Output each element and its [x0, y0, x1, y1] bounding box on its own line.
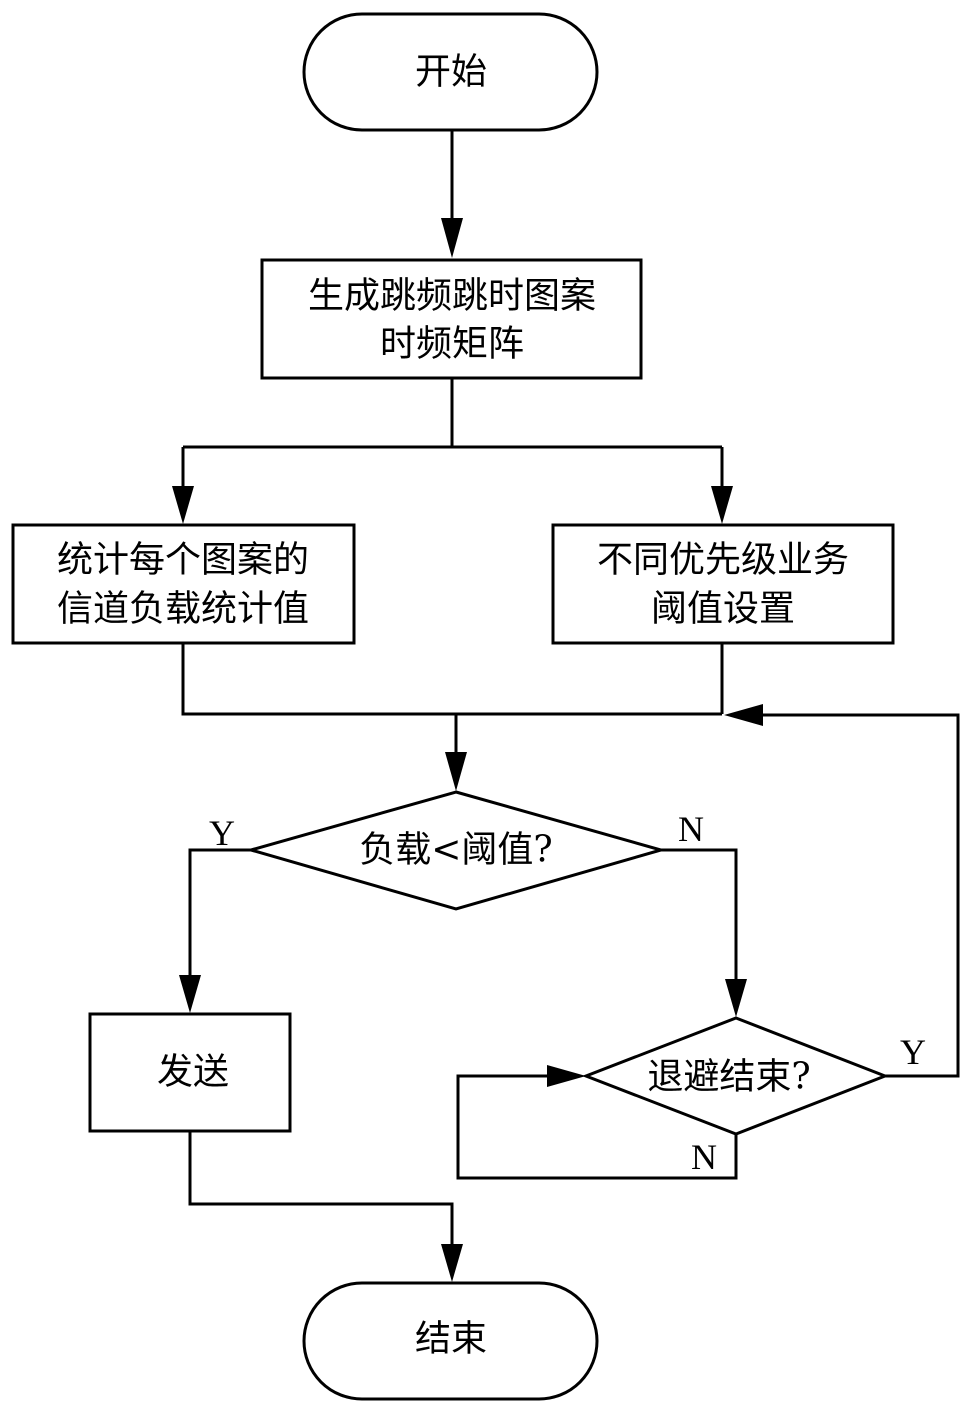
generate-matrix-label-line2: 时频矩阵: [380, 324, 524, 365]
edge-backoff-no-loop: [456, 1065, 738, 1180]
priority-threshold-label-line2: 阈值设置: [651, 589, 795, 630]
arrowhead-down: [725, 979, 747, 1017]
load-no-label: N: [678, 809, 704, 849]
arrowhead-right: [547, 1065, 586, 1087]
priority-threshold-label-line1: 不同优先级业务: [597, 540, 849, 581]
load-threshold-decision: 负载<阈值?: [245, 790, 667, 911]
priority-threshold-node: 不同优先级业务 阈值设置: [551, 523, 895, 645]
edge-merge-to-decision: [181, 643, 724, 791]
generate-matrix-label-line1: 生成跳频跳时图案: [308, 276, 596, 317]
backoff-decision-label: 退避结束?: [647, 1057, 810, 1098]
backoff-yes-label: Y: [900, 1032, 926, 1072]
edge-send-to-end: [188, 1131, 463, 1282]
channel-load-statistics-label-line2: 信道负载统计值: [57, 589, 309, 630]
edge-backoff-yes-loop: [724, 704, 960, 1078]
start-node: 开始: [302, 12, 599, 132]
edge-load-no-to-backoff: [661, 848, 747, 1017]
edge-to-threshold: [711, 447, 733, 524]
end-node: 结束: [302, 1281, 599, 1401]
arrowhead-down: [441, 218, 463, 258]
arrowhead-down: [172, 486, 194, 524]
channel-load-statistics-node: 统计每个图案的 信道负载统计值: [11, 523, 356, 645]
send-label: 发送: [157, 1052, 229, 1093]
backoff-no-label: N: [691, 1137, 717, 1177]
load-yes-label: Y: [209, 813, 235, 853]
arrowhead-down: [179, 975, 201, 1013]
start-label: 开始: [415, 52, 487, 93]
arrowhead-down: [711, 486, 733, 524]
send-node: 发送: [88, 1012, 292, 1133]
load-threshold-decision-label: 负载<阈值?: [359, 830, 552, 871]
arrowhead-down: [441, 1244, 463, 1282]
edge-generate-split: [183, 378, 722, 449]
generate-matrix-node: 生成跳频跳时图案 时频矩阵: [260, 258, 643, 380]
channel-load-statistics-label-line1: 统计每个图案的: [57, 540, 309, 581]
edge-to-statistics: [172, 447, 194, 524]
arrowhead-down: [445, 752, 467, 791]
backoff-decision: 退避结束?: [581, 1016, 890, 1136]
edge-load-yes-to-send: [179, 848, 251, 1013]
arrowhead-left: [724, 704, 763, 726]
edge-start-to-generate: [441, 130, 463, 258]
end-label: 结束: [415, 1319, 487, 1360]
